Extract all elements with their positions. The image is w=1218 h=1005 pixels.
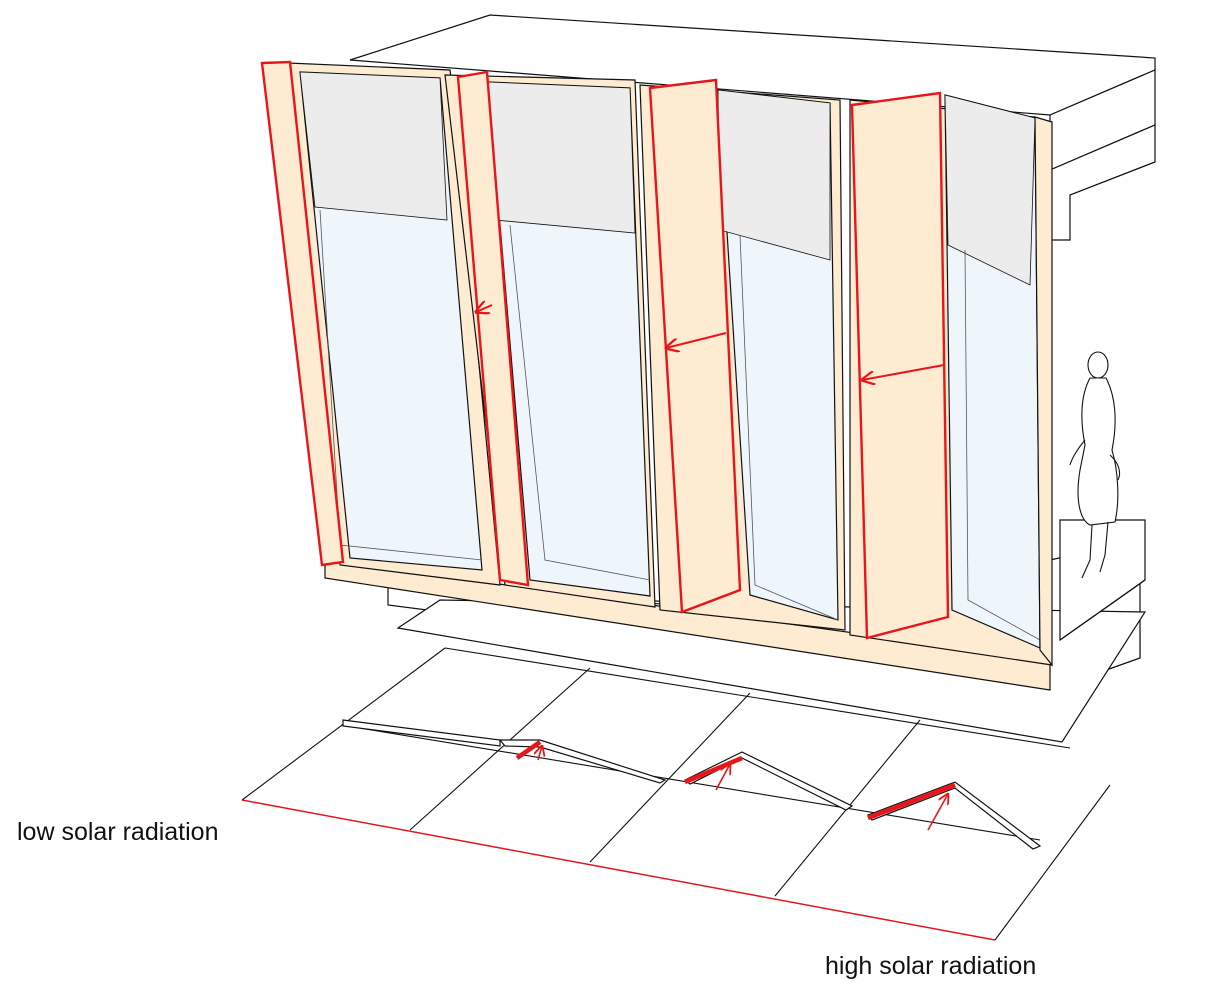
radiation-baseline	[241, 799, 996, 941]
facade-base-band	[324, 559, 1051, 691]
high-radiation-label: high solar radiation	[825, 952, 1037, 980]
bay-3	[639, 78, 846, 631]
plan-panel-sections	[342, 719, 1042, 850]
bay-4	[849, 91, 1053, 666]
terrace	[1059, 519, 1146, 642]
plan-active-panels	[515, 740, 956, 831]
low-radiation-label: low solar radiation	[17, 818, 219, 846]
pedestrian-figure	[1069, 351, 1121, 579]
bay-2	[444, 70, 656, 608]
bay-1	[260, 60, 501, 586]
side-wall	[1034, 116, 1053, 667]
